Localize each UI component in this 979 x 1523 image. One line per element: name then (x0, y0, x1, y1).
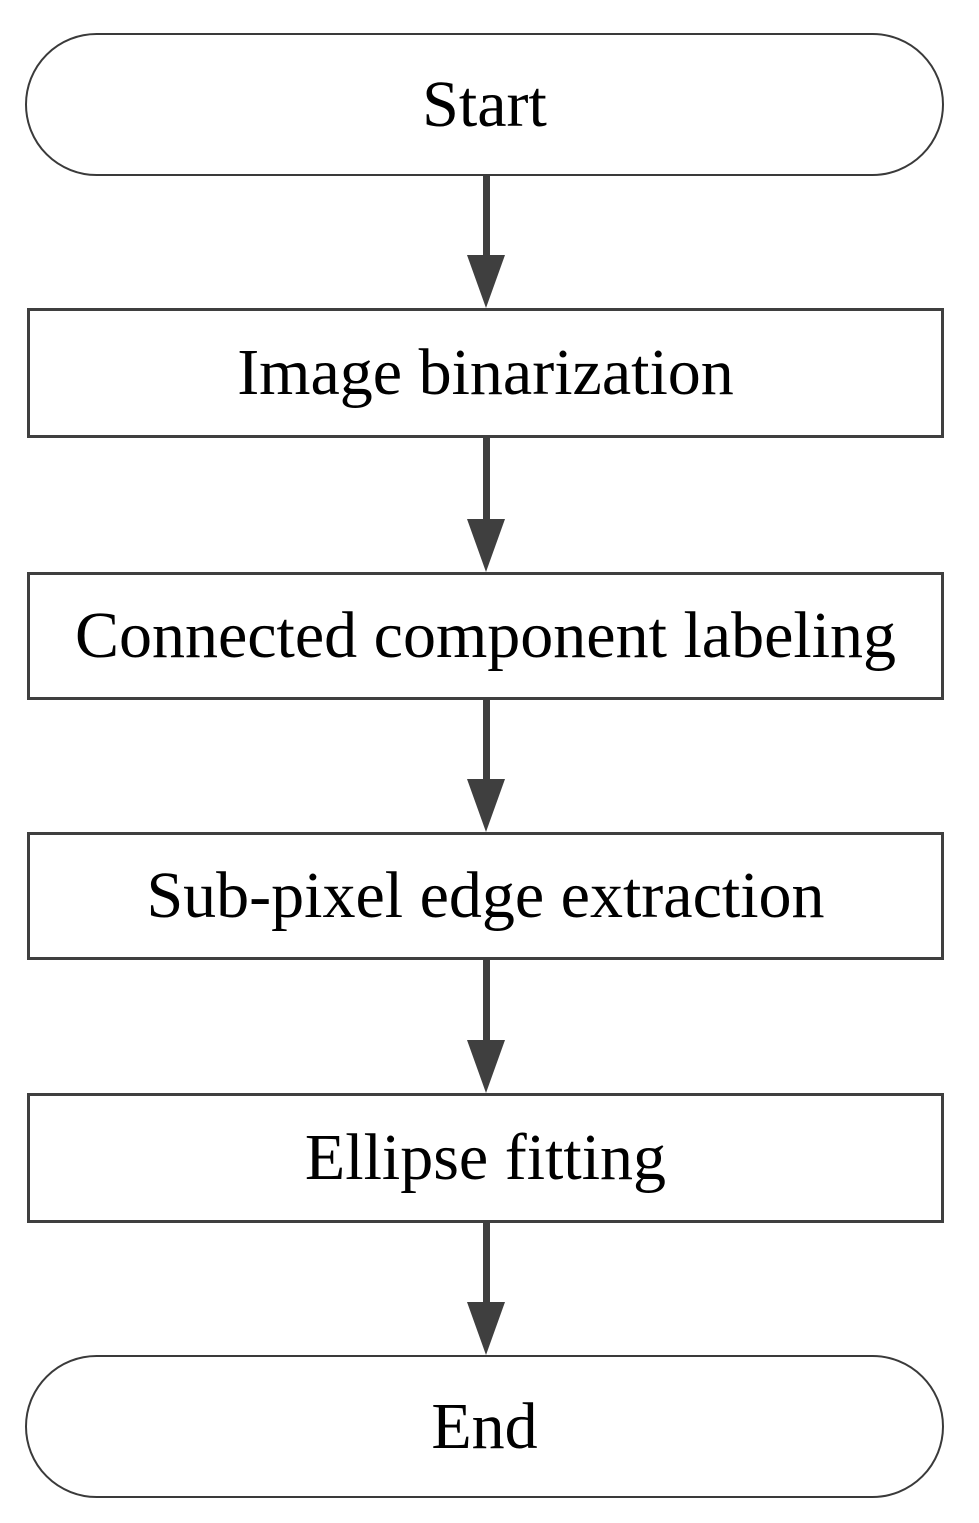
arrow-head-icon (467, 519, 505, 572)
node-ellipse-fitting-label: Ellipse fitting (304, 1121, 667, 1194)
node-ellipse-fitting: Ellipse fitting (27, 1093, 944, 1223)
arrow-shaft (482, 176, 490, 255)
node-end: End (25, 1355, 944, 1498)
node-start: Start (25, 33, 944, 176)
arrow-head-icon (467, 1302, 505, 1355)
arrow-image-binarization-to-connected-component-labeling (467, 438, 505, 572)
node-end-label: End (431, 1389, 538, 1463)
arrow-connected-component-labeling-to-sub-pixel-edge-extraction (467, 700, 505, 832)
arrow-shaft (482, 1223, 490, 1302)
node-start-label: Start (422, 67, 547, 141)
node-sub-pixel-edge-extraction: Sub-pixel edge extraction (27, 832, 944, 960)
arrow-head-icon (467, 1040, 505, 1093)
arrow-shaft (482, 700, 490, 779)
node-connected-component-labeling-label: Connected component labeling (74, 599, 897, 672)
arrow-head-icon (467, 779, 505, 832)
arrow-head-icon (467, 255, 505, 308)
node-image-binarization-label: Image binarization (237, 336, 734, 409)
arrow-shaft (482, 960, 490, 1040)
arrow-ellipse-fitting-to-end (467, 1223, 505, 1355)
arrow-sub-pixel-edge-extraction-to-ellipse-fitting (467, 960, 505, 1093)
arrow-shaft (482, 438, 490, 519)
node-image-binarization: Image binarization (27, 308, 944, 438)
arrow-start-to-image-binarization (467, 176, 505, 308)
node-sub-pixel-edge-extraction-label: Sub-pixel edge extraction (146, 859, 825, 932)
node-connected-component-labeling: Connected component labeling (27, 572, 944, 700)
